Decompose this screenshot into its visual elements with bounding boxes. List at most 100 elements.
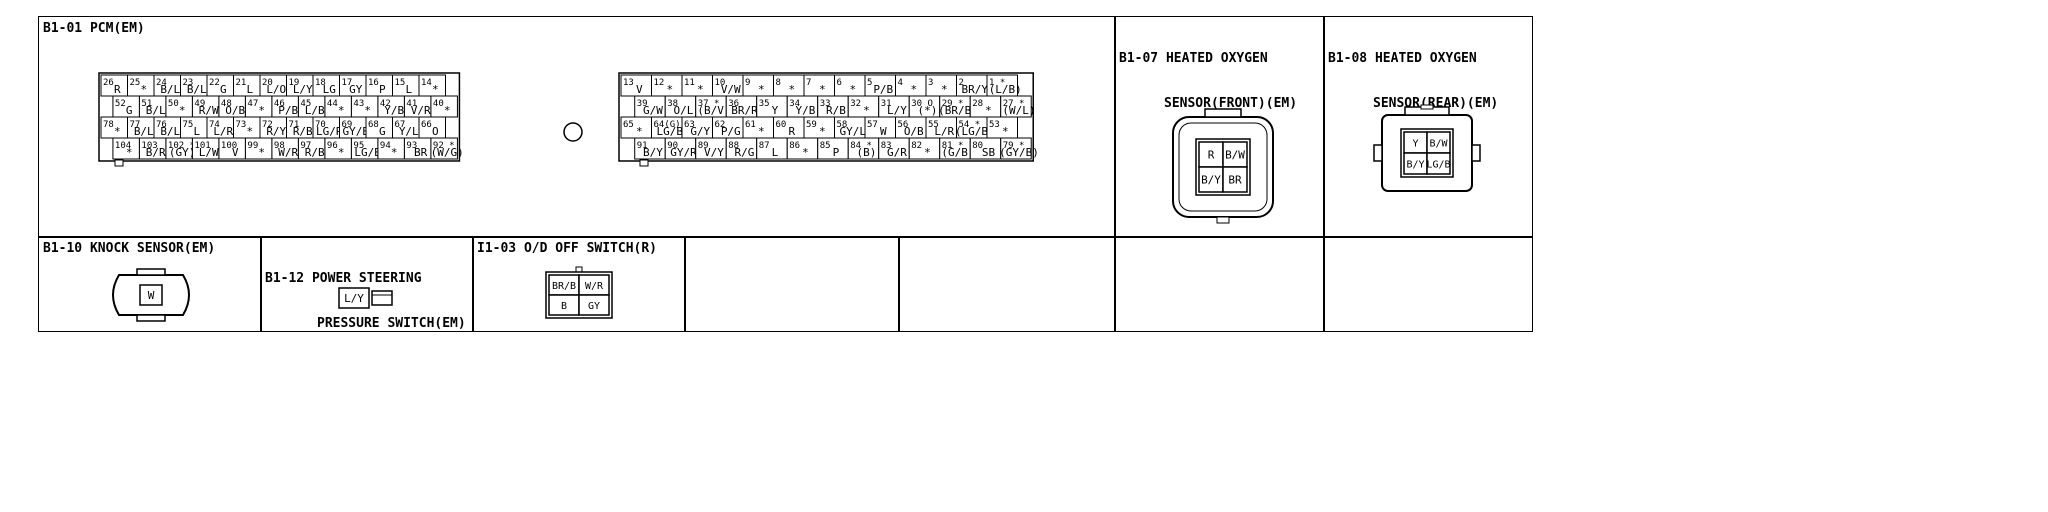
pin-wire-color: (LG/B): [955, 125, 995, 138]
pin-number: 88: [728, 141, 739, 151]
pin-number: 19: [289, 78, 300, 88]
pin-number: 82: [911, 141, 922, 151]
pin-wire-color: *: [179, 104, 186, 117]
pin-wire-color: *: [697, 83, 704, 96]
pin-wire-color: G: [220, 83, 227, 96]
pin-cell: [578, 294, 610, 316]
pin-cell: [1000, 137, 1032, 160]
pin-wire-color: O: [432, 125, 439, 138]
pin-number: 37 *: [698, 99, 720, 109]
pin-wire-color: (W/G): [431, 146, 464, 159]
pin-wire-color: R: [788, 125, 795, 138]
pin-number: 26: [103, 78, 114, 88]
pin-number: 54 *: [959, 120, 981, 130]
panel-title: B1-08 HEATED OXYGEN SENSOR(REAR)(EM): [1328, 51, 1499, 111]
pin-wire-color: P: [833, 146, 840, 159]
pin-number: 27 *: [1003, 99, 1025, 109]
pin-wire-color: V: [636, 83, 643, 96]
panel-title: B1-01 PCM(EM): [43, 21, 145, 36]
pin-wire-color: V: [232, 146, 239, 159]
pin-number: 12: [654, 78, 665, 88]
pin-number: 25: [130, 78, 141, 88]
pin-number: 52: [115, 99, 126, 109]
pin-number: 77: [130, 120, 141, 130]
locator-tab: [1216, 216, 1230, 224]
pin-wire-color: LG/R: [316, 125, 343, 138]
pin-wire-color: Y/B: [384, 104, 404, 117]
pin-wire-color: Y: [1412, 139, 1418, 150]
pin-wire-color: *: [819, 83, 826, 96]
pin-number: 75: [183, 120, 194, 130]
pin-wire-color: L/Y: [293, 83, 313, 96]
pin-number: 69: [342, 120, 353, 130]
pin-number: 66: [421, 120, 432, 130]
pin-number: 56: [898, 120, 909, 130]
pin-number: 22: [209, 78, 220, 88]
pin-number: 94: [380, 141, 391, 151]
pin-number: 80: [972, 141, 983, 151]
pin-wire-color: O/L: [674, 104, 694, 117]
pin-wire-color: B/L: [160, 83, 180, 96]
connector-outline: [98, 72, 461, 162]
pin-wire-color: (BR/B): [938, 104, 978, 117]
pin-wire-color: *: [758, 125, 765, 138]
pin-number: 68: [368, 120, 379, 130]
pin-number: 14: [421, 78, 432, 88]
pin-wire-color: *: [114, 125, 121, 138]
pin-wire-color: *: [246, 125, 253, 138]
pin-wire-color: BR: [414, 146, 428, 159]
connector-inner-rim: [1178, 122, 1268, 212]
pin-number: 81 *: [942, 141, 964, 151]
pin-wire-color: L/Y: [887, 104, 907, 117]
locator-tab: [639, 159, 649, 167]
pin-wire-color: LG: [323, 83, 336, 96]
pin-wire-color: (W/L): [1002, 104, 1035, 117]
pin-number: 15: [395, 78, 406, 88]
pin-wire-color: B/Y: [1406, 160, 1424, 171]
pin-number: 100: [221, 141, 237, 151]
pin-wire-color: BR/R: [731, 104, 758, 117]
pin-wire-color: V/W: [721, 83, 741, 96]
pin-wire-color: (B): [857, 146, 877, 159]
pin-number: 42: [380, 99, 391, 109]
pin-wire-color: L: [246, 83, 253, 96]
pin-number: 43: [353, 99, 364, 109]
pin-wire-color: (*): [918, 104, 938, 117]
pin-wire-color: *: [391, 146, 398, 159]
pin-number: 29 *: [942, 99, 964, 109]
pin-number: 104: [115, 141, 131, 151]
pin-wire-color: W/R: [278, 146, 298, 159]
pin-wire-color: GY: [349, 83, 363, 96]
pin-number: 93: [406, 141, 417, 151]
pin-wire-color: R: [114, 83, 121, 96]
pin-number: 51: [141, 99, 152, 109]
pin-number: 48: [221, 99, 232, 109]
panel-empty-4: [1323, 236, 1533, 332]
pin-wire-color: B/L: [187, 83, 207, 96]
pin-number: 49: [194, 99, 205, 109]
pin-number: 35: [759, 99, 770, 109]
pin-cell: [1198, 166, 1224, 193]
panel-power-steering-pressure-switch: B1-12 POWER STEERING PRESSURE SWITCH(EM)…: [260, 236, 474, 332]
latch-block: [371, 290, 393, 306]
panel-title: B1-07 HEATED OXYGEN SENSOR(FRONT)(EM): [1119, 51, 1298, 111]
pin-wire-color: O/B: [225, 104, 245, 117]
pin-number: 20: [262, 78, 273, 88]
pin-number: 55: [928, 120, 939, 130]
pin-wire-color: *: [819, 125, 826, 138]
pin-number: 3: [928, 78, 933, 88]
side-ear: [1373, 144, 1383, 162]
pin-number: 87: [759, 141, 770, 151]
pin-wire-color: GY/R: [670, 146, 697, 159]
pin-wire-color: (G/B): [941, 146, 974, 159]
panel-heated-oxygen-sensor-rear: B1-08 HEATED OXYGEN SENSOR(REAR)(EM) Y B/…: [1323, 16, 1533, 238]
pin-wire-color: LG/B: [1426, 160, 1450, 171]
pin-wire-color: *: [758, 83, 765, 96]
pin-wire-color: L: [772, 146, 779, 159]
pin-wire-color: GY/B: [343, 125, 370, 138]
